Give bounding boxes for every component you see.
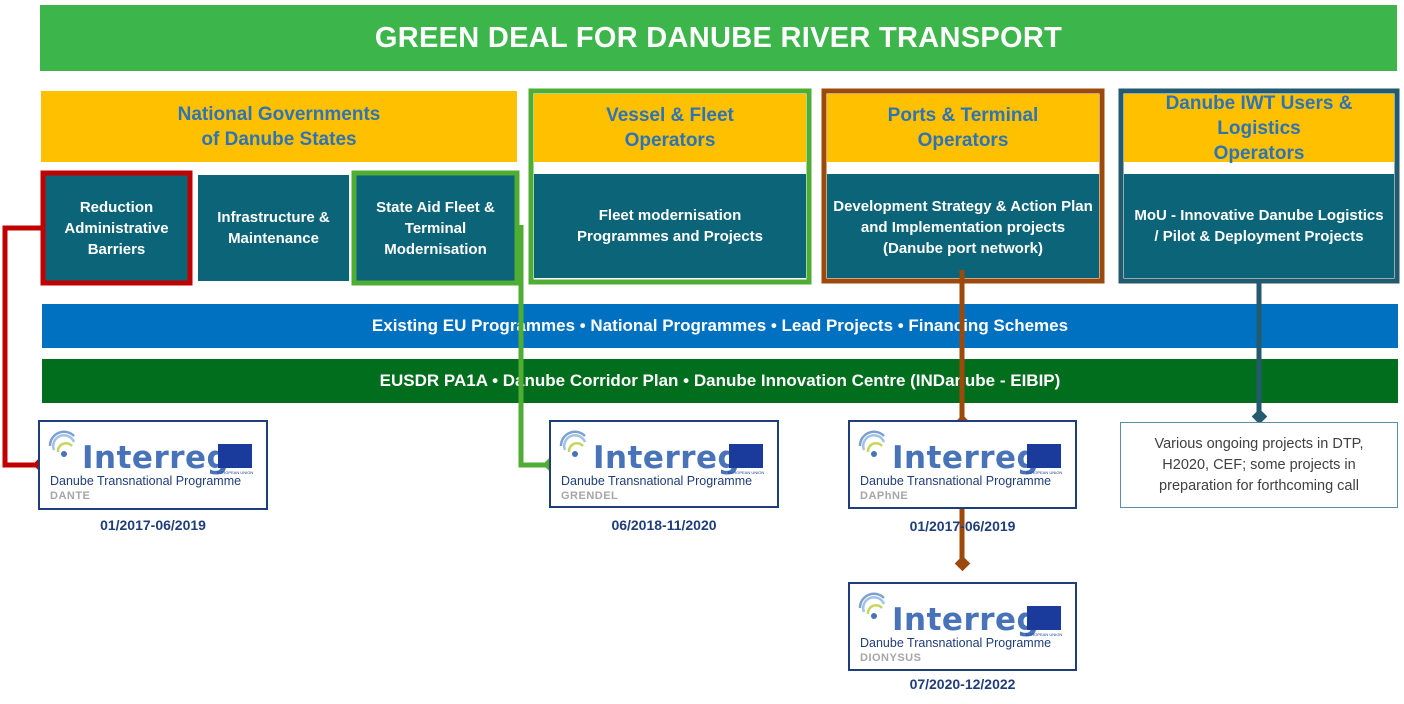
project-date-dante: 01/2017-06/2019 <box>100 517 206 533</box>
project-date-grendel: 06/2018-11/2020 <box>611 517 717 533</box>
action-development-strategy: Development Strategy & Action Plan and Im… <box>827 174 1099 278</box>
header-line: Operators <box>1213 142 1305 164</box>
interreg-waves-icon <box>559 430 587 457</box>
note-line: Various ongoing projects in DTP, <box>1154 435 1364 452</box>
connector-red <box>2 225 43 468</box>
project-name: GRENDEL <box>561 490 619 502</box>
action-line: State Aid Fleet & <box>376 198 495 216</box>
project-name: DIONYSUS <box>860 652 922 664</box>
note-line: H2020, CEF; some projects in <box>1162 456 1356 473</box>
logo-card-grendel: Interreg EUROPEAN UNION Danube Transnati… <box>549 420 779 508</box>
logo-card-dante: Interreg EUROPEAN UNION Danube Transnati… <box>38 420 268 510</box>
program-label: Danube Transnational Programme <box>860 636 1052 650</box>
eu-label: EUROPEAN UNION <box>727 470 765 475</box>
header-line: Vessel & Fleet <box>606 105 734 126</box>
band-eu-programmes: Existing EU Programmes • National Progra… <box>42 304 1398 348</box>
header-line: of Danube States <box>201 128 357 150</box>
band-eusdr: EUSDR PA1A • Danube Corridor Plan • Danu… <box>42 359 1398 403</box>
interreg-wordmark: Interreg <box>82 440 230 476</box>
interreg-waves-icon <box>858 430 886 457</box>
header-line: Danube IWT Users & Logistics <box>1165 92 1353 139</box>
eu-label: EUROPEAN UNION <box>216 470 254 475</box>
action-line: (Danube port network) <box>883 240 1043 257</box>
action-line: and Implementation projects <box>860 219 1066 236</box>
eu-flag-icon <box>1027 606 1061 630</box>
header-line: Operators <box>624 130 716 151</box>
eu-flag-icon <box>1027 444 1061 468</box>
header-line: Ports & Terminal <box>887 105 1039 126</box>
action-line: / Pilot & Deployment Projects <box>1154 228 1364 245</box>
interreg-wordmark: Interreg <box>593 440 741 476</box>
eu-flag-icon <box>218 444 252 468</box>
program-label: Danube Transnational Programme <box>50 474 242 488</box>
frame-green-large <box>528 88 812 285</box>
diamond-brown-2 <box>954 555 971 572</box>
project-date-daphne: 01/2017-06/2019 <box>909 518 1016 534</box>
frame-brown <box>821 88 1105 284</box>
action-line: MoU - Innovative Danube Logistics <box>1134 207 1384 224</box>
program-label: Danube Transnational Programme <box>561 474 753 488</box>
interreg-wordmark: Interreg <box>892 440 1040 476</box>
header-national-governments: National Governments of Danube States <box>41 91 517 162</box>
action-line: Barriers <box>87 240 146 258</box>
interreg-wordmark: Interreg <box>892 602 1040 638</box>
action-line: Terminal <box>404 219 467 237</box>
frame-green-small <box>351 170 520 286</box>
header-line: National Governments <box>177 103 381 125</box>
action-mou-logistics: MoU - Innovative Danube Logistics / Pilot… <box>1124 174 1394 278</box>
action-line: Administrative <box>64 219 169 237</box>
connector-green <box>518 225 551 468</box>
action-line: Fleet modernisation <box>598 207 742 224</box>
eu-label: EUROPEAN UNION <box>1025 632 1063 637</box>
project-date-dionysus: 07/2020-12/2022 <box>909 676 1016 692</box>
action-line: Development Strategy & Action Plan <box>833 198 1093 215</box>
logo-card-daphne: Interreg EUROPEAN UNION Danube Transnati… <box>848 420 1077 509</box>
action-line: Programmes and Projects <box>577 228 763 245</box>
action-line: Modernisation <box>384 240 487 258</box>
ongoing-projects-note: Various ongoing projects in DTP, H2020, C… <box>1120 422 1398 508</box>
action-line: Maintenance <box>228 230 319 247</box>
header-line: Operators <box>917 130 1009 151</box>
frame-red <box>40 170 193 286</box>
diamond-darkteal <box>1251 408 1268 425</box>
frame-darkteal <box>1118 88 1400 284</box>
interreg-waves-icon <box>858 592 886 619</box>
interreg-waves-icon <box>48 430 76 457</box>
page-title: GREEN DEAL FOR DANUBE RIVER TRANSPORT <box>40 5 1397 71</box>
action-infrastructure: Infrastructure & Maintenance <box>198 175 349 281</box>
project-name: DAPhNE <box>860 490 909 502</box>
program-label: Danube Transnational Programme <box>860 474 1052 488</box>
eu-flag-icon <box>729 444 763 468</box>
logo-card-dionysus: Interreg EUROPEAN UNION Danube Transnati… <box>848 582 1077 671</box>
action-line: Infrastructure & <box>217 209 330 226</box>
note-line: preparation for forthcoming call <box>1159 477 1359 494</box>
project-name: DANTE <box>50 490 91 502</box>
eu-label: EUROPEAN UNION <box>1025 470 1063 475</box>
action-line: Reduction <box>79 198 154 216</box>
